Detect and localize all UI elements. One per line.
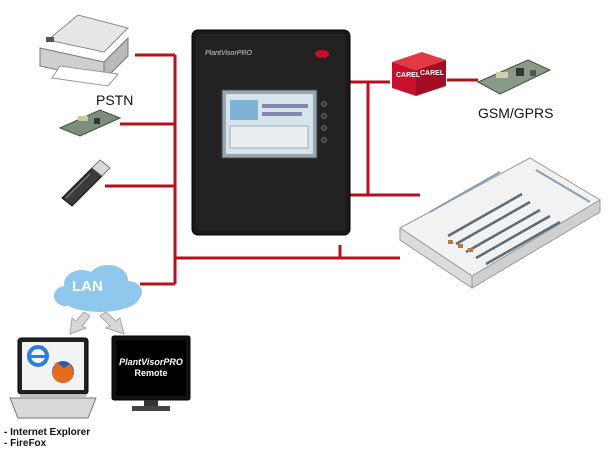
browser-item-firefox: - FireFox xyxy=(4,438,47,449)
carel-modem-box xyxy=(392,52,446,96)
device-logo: PlantVisorPRO xyxy=(205,50,252,57)
lan-cloud xyxy=(54,265,142,312)
pstn-label: PSTN xyxy=(96,92,134,108)
lan-arrow-right-icon xyxy=(99,311,125,335)
supermarket-layout xyxy=(399,157,601,289)
gsm-gprs-label: GSM/GPRS xyxy=(478,105,554,121)
usb-stick-icon xyxy=(61,159,111,207)
internet-explorer-icon xyxy=(27,345,49,367)
firefox-icon xyxy=(52,361,74,383)
carel-logo-side: CAREL xyxy=(420,70,445,77)
browser-list: - Internet Explorer - FireFox xyxy=(4,427,90,449)
remote-monitor-icon xyxy=(111,335,191,411)
lan-label: LAN xyxy=(72,278,103,295)
remote-subtitle: Remote xyxy=(134,368,168,378)
remote-screen-text: PlantVisorPRO Remote xyxy=(118,357,184,379)
browser-item-ie: - Internet Explorer xyxy=(4,427,91,438)
lan-arrow-left-icon xyxy=(69,311,91,335)
connector-lines xyxy=(105,53,478,286)
laptop-icon xyxy=(9,337,97,419)
printer-icon xyxy=(39,14,129,87)
carel-logo-front: CAREL xyxy=(396,72,421,79)
plantvisor-device xyxy=(191,29,351,236)
remote-title: PlantVisorPRO xyxy=(119,357,183,367)
modem-board-icon xyxy=(58,109,122,137)
gsm-board-icon xyxy=(476,59,552,95)
